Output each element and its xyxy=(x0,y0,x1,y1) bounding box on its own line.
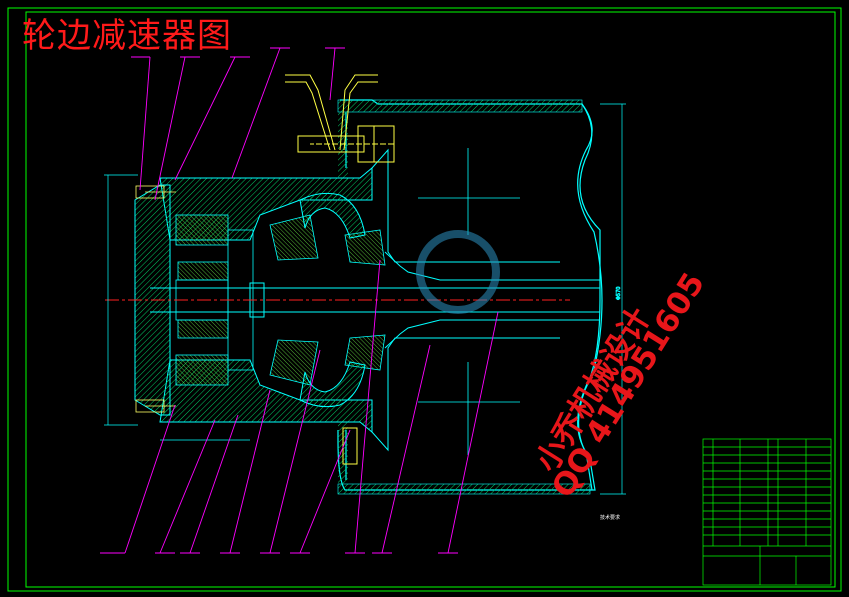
wheel-centerlines xyxy=(418,148,520,455)
svg-text:Φ570: Φ570 xyxy=(616,287,622,300)
hub-spokes xyxy=(299,192,366,408)
technical-notes-title: 技术要求 xyxy=(599,515,620,521)
title-block xyxy=(702,438,832,586)
drawing-title: 轮边减速器图 xyxy=(22,16,232,56)
planetary-gears xyxy=(175,214,254,386)
technical-notes: 技术要求 xyxy=(578,515,642,522)
tire-valve xyxy=(285,74,378,151)
watermark-logo xyxy=(416,230,500,314)
end-cover-bolts xyxy=(135,185,176,413)
outer-frame xyxy=(7,7,842,592)
inner-frame xyxy=(25,11,836,588)
right-dimension: Φ570 xyxy=(600,103,626,495)
left-dimension xyxy=(104,174,250,441)
lower-bolt xyxy=(342,427,358,465)
leader-lines-bottom xyxy=(100,259,499,554)
leader-lines-top xyxy=(131,47,345,201)
